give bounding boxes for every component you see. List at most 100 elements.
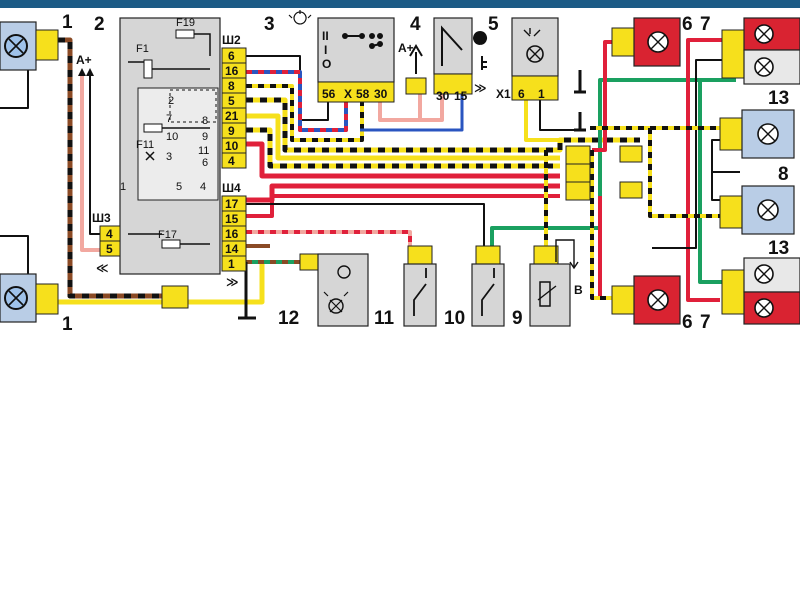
sh2-pin-16: 16 <box>225 64 239 78</box>
headlamp-top-left <box>0 21 59 71</box>
sh4-pin-17: 17 <box>225 197 239 211</box>
connector-sh2-label: Ш2 <box>222 33 241 47</box>
switch3-pos-i: I <box>324 43 327 57</box>
bulb-symbol-3 <box>288 10 312 25</box>
callout-13-bottom: 13 <box>768 238 789 259</box>
wire-yellow-bus-3d <box>246 127 560 169</box>
wire-red-bus-3 <box>246 194 560 218</box>
sh2-pin-8: 8 <box>228 79 235 93</box>
callout-5: 5 <box>488 14 499 35</box>
sh4-pin-15: 15 <box>225 212 239 226</box>
wire-pink-to-4 <box>378 92 444 122</box>
connector-sh2: 6 16 8 5 21 9 10 4 <box>221 47 247 169</box>
wire-yellow-black-sw3d <box>246 84 364 142</box>
wire-pink-red-16d <box>246 230 412 248</box>
label-a-plus-4: А+ <box>398 41 414 55</box>
wire-blue-red-1d <box>246 70 348 132</box>
wire-yellow-bus-2 <box>246 113 560 161</box>
connector-sh3-label: Ш3 <box>92 211 111 225</box>
sensor-9 <box>529 239 579 327</box>
switch3-pin-58: 58 <box>356 87 370 101</box>
wire-ground-5 <box>574 70 586 132</box>
callout-8: 8 <box>778 164 789 185</box>
sh2-pin-21: 21 <box>225 109 239 123</box>
sh2-pin-5: 5 <box>228 94 235 108</box>
dash-pin-1: 1 <box>538 87 545 101</box>
relay-pin-6: 6 <box>202 157 208 169</box>
switch3-pin-56: 56 <box>322 87 336 101</box>
wire-blue-red-15 <box>360 92 464 132</box>
sh3-pin-4: 4 <box>106 227 113 241</box>
relay-pins: 2 7 10 3 8 9 11 6 5 4 1 <box>120 95 209 193</box>
label-b: В <box>574 283 583 297</box>
wire-red-bus-1 <box>246 141 560 179</box>
dashboard-lamp <box>511 17 559 101</box>
turn-lamp-8-upper <box>719 109 795 159</box>
connector-sh4-label: Ш4 <box>222 181 241 195</box>
callout-7-bottom: 7 <box>700 312 711 333</box>
wire-red-bus-2 <box>246 183 560 203</box>
relay-pin-5: 5 <box>176 181 182 193</box>
callout-11: 11 <box>374 308 395 329</box>
callout-12: 12 <box>278 308 299 329</box>
callout-6-bottom: 6 <box>682 312 693 333</box>
callout-4: 4 <box>410 14 421 35</box>
ignition-pin-30: 30 <box>436 89 450 103</box>
wire-green-right <box>698 80 736 284</box>
callout-13-top: 13 <box>768 88 789 109</box>
sh2-pin-10: 10 <box>225 139 239 153</box>
fuse-f19: F19 <box>176 17 195 29</box>
sh2-pin-6: 6 <box>228 49 235 63</box>
sh2-pin-9: 9 <box>228 124 235 138</box>
wire-red-6-top <box>592 40 614 152</box>
switch3-pin-30: 30 <box>374 87 388 101</box>
sh3-pin-5: 5 <box>106 242 113 256</box>
wire-yellow-6-botd <box>590 150 612 300</box>
sh4-pin-16: 16 <box>225 227 239 241</box>
relay-pin-3: 3 <box>166 151 172 163</box>
sh4-pin-1: 1 <box>228 257 235 271</box>
connector-sh4: 17 15 16 14 1 <box>221 195 247 272</box>
wire-red-6-bot <box>598 196 612 300</box>
switch-11 <box>403 245 437 327</box>
callout-1-bottom: 1 <box>62 314 73 335</box>
rear-lamp-bottom <box>721 257 800 325</box>
fuse-f17: F17 <box>158 229 177 241</box>
callout-1-top: 1 <box>62 12 73 33</box>
wire-black-right <box>652 59 724 249</box>
callout-9: 9 <box>512 308 523 329</box>
relay-pin-9: 9 <box>202 131 208 143</box>
ignition-switch <box>405 17 473 95</box>
side-lamp-top <box>611 17 681 67</box>
wire-yellow-5 <box>524 100 560 142</box>
wires <box>0 37 740 320</box>
callout-10: 10 <box>444 308 465 329</box>
callout-6-top: 6 <box>682 14 693 35</box>
relay-pin-10: 10 <box>166 131 178 143</box>
callout-3: 3 <box>264 14 275 35</box>
arrows-4: ≫ <box>474 81 487 95</box>
connector-sh3: 4 5 <box>99 225 121 257</box>
switch3-pin-x: X <box>344 87 352 101</box>
header-bar <box>0 0 800 8</box>
wire-yellow-bus-1d <box>246 97 640 153</box>
wire-black-8 <box>711 139 740 201</box>
relay-pin-1: 1 <box>120 181 126 193</box>
turn-lamp-8-lower <box>719 185 795 235</box>
wire-yellow-8ad <box>590 126 720 218</box>
callout-2: 2 <box>94 14 105 35</box>
ignition-pin-15: 15 <box>454 89 468 103</box>
switch3-pos-o: O <box>322 57 331 71</box>
arrows-sh4: ≫ <box>226 275 239 289</box>
fuse-block <box>119 17 221 275</box>
sh4-pin-14: 14 <box>225 242 239 256</box>
wire-yellow-bottom <box>58 262 265 305</box>
connector-bottom-left <box>161 285 189 309</box>
arrows-sh3: ≪ <box>96 261 109 275</box>
connector-x1: X1 <box>496 87 511 101</box>
wire-black-a-plus-2 <box>89 72 100 235</box>
relay-pin-8: 8 <box>202 115 208 127</box>
label-a-plus: А+ <box>76 53 92 67</box>
switch-10 <box>471 245 505 327</box>
